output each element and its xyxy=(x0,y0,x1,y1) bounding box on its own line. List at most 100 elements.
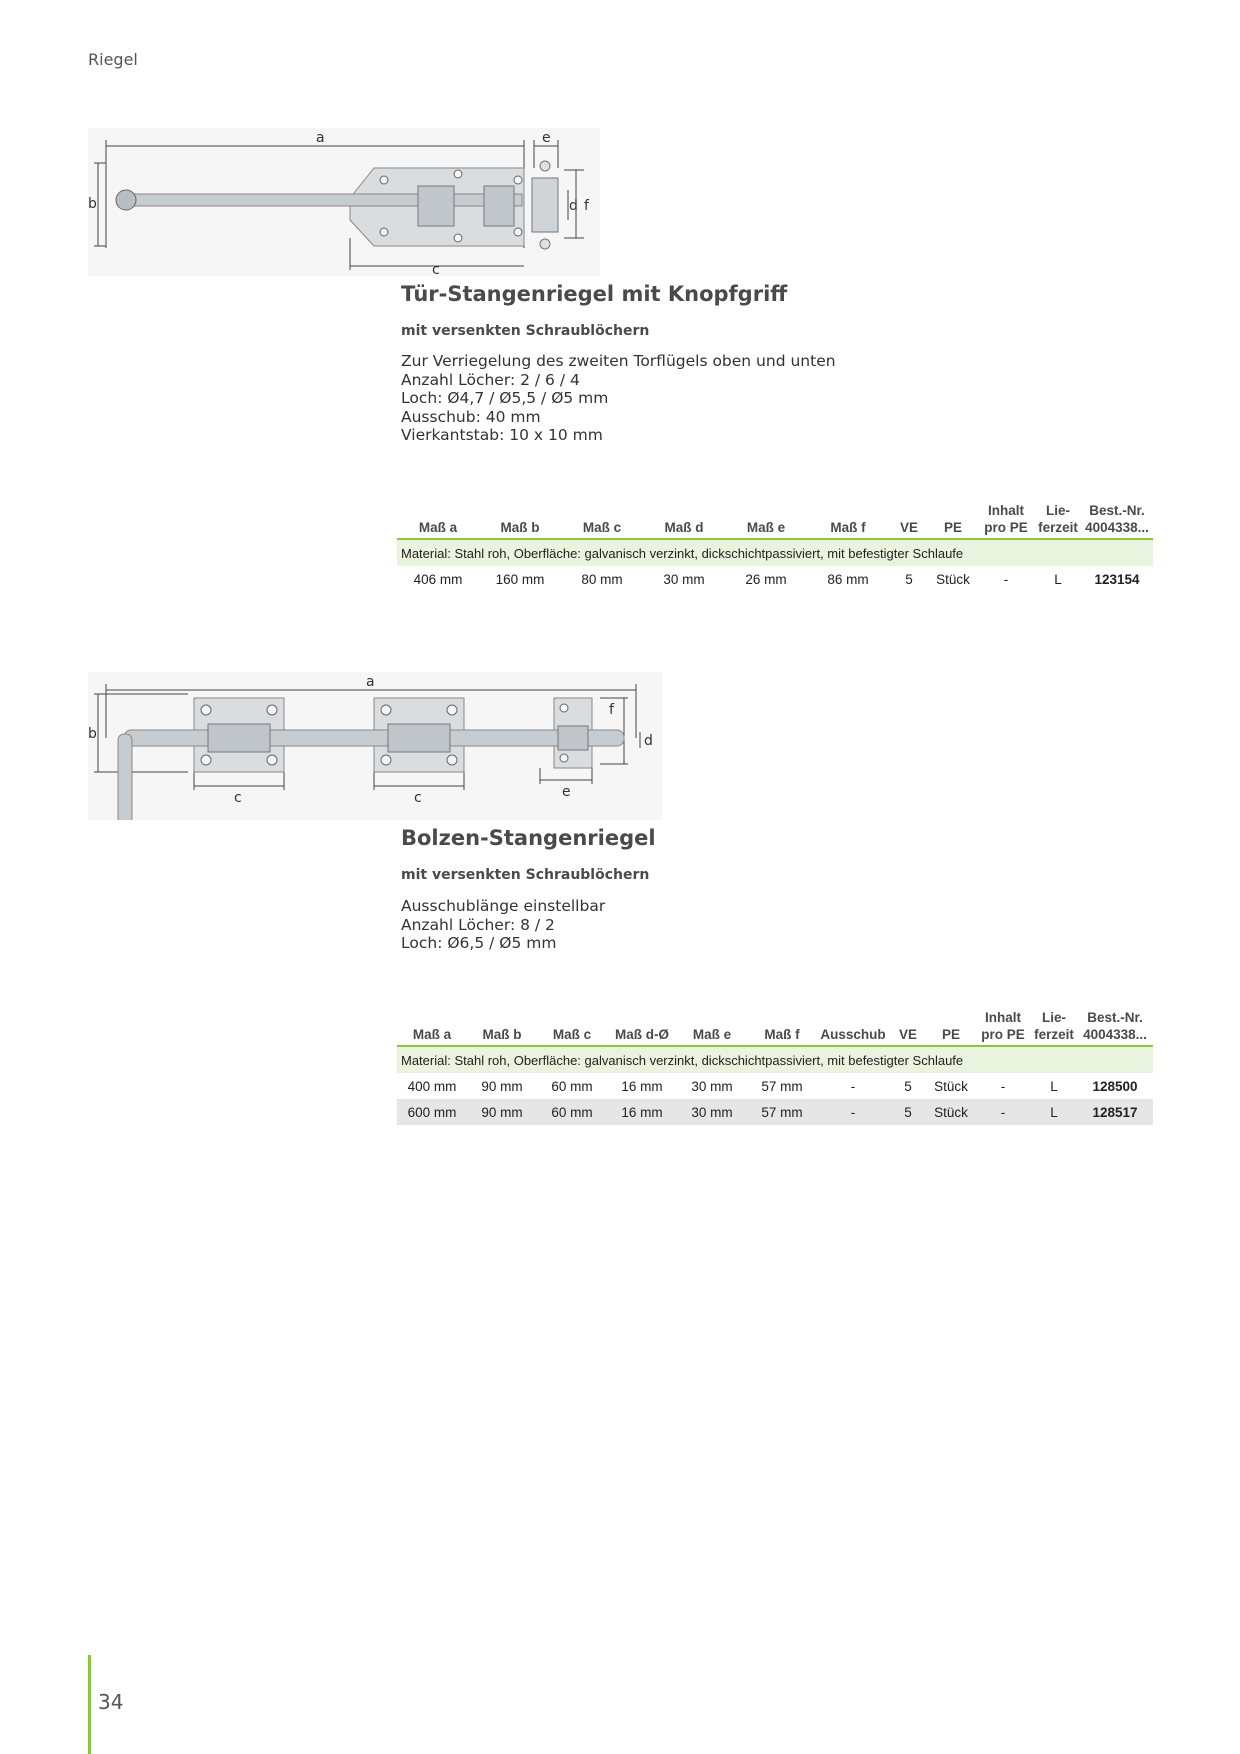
col-header-line: Inhalt xyxy=(988,503,1024,518)
cell: L xyxy=(1054,571,1062,587)
product-2-title: Bolzen-Stangenriegel xyxy=(401,826,656,850)
material-row: Material: Stahl roh, Oberfläche: galvani… xyxy=(397,539,1153,566)
col-header: Ausschub xyxy=(820,1027,886,1042)
cell: - xyxy=(975,1099,1031,1125)
dim-label-f: f xyxy=(609,702,615,718)
col-header-line: Best.-Nr. xyxy=(1089,503,1145,518)
material-text: Material: Stahl roh, Oberfläche: galvani… xyxy=(397,1046,1153,1073)
product-2-description: Ausschublänge einstellbar Anzahl Löcher:… xyxy=(401,897,605,953)
col-header: Best.-Nr. 4004338... xyxy=(1081,502,1153,539)
col-header: Best.-Nr. 4004338... xyxy=(1077,1009,1153,1046)
cell: 16 mm xyxy=(607,1099,677,1125)
cell: 160 mm xyxy=(495,571,545,587)
col-header: Lie-ferzeit xyxy=(1035,502,1081,539)
col-header-line: Inhalt xyxy=(985,1010,1021,1025)
dim-label-c: c xyxy=(234,790,242,806)
product-1-description: Zur Verriegelung des zweiten Torflügels … xyxy=(401,352,836,445)
description-line: Anzahl Löcher: 2 / 6 / 4 xyxy=(401,370,580,389)
section-label: Riegel xyxy=(88,50,138,69)
cell: 57 mm xyxy=(747,1099,817,1125)
product-1-drawing: a e b d f c xyxy=(88,128,600,276)
col-header: Lie-ferzeit xyxy=(1031,1009,1077,1046)
col-header: Maß c xyxy=(552,1027,592,1042)
col-header: Inhalt pro PE xyxy=(977,502,1035,539)
cell: 60 mm xyxy=(551,1078,593,1094)
table-row: 400 mm 90 mm 60 mm 16 mm 30 mm 57 mm - 5… xyxy=(397,1073,1153,1099)
page-number: 34 xyxy=(98,1690,124,1714)
col-header: PE xyxy=(943,520,962,535)
cell: L xyxy=(1050,1078,1058,1094)
dim-label-b: b xyxy=(88,726,97,742)
dim-label-c: c xyxy=(432,262,440,276)
col-header: Maß d-Ø xyxy=(615,1027,669,1042)
col-header-line: ferzeit xyxy=(1038,520,1078,535)
cell: 5 xyxy=(904,1078,912,1094)
cell: - xyxy=(817,1099,889,1125)
col-header: Maß d xyxy=(664,520,704,535)
cell: Stück xyxy=(927,1099,975,1125)
cell: 30 mm xyxy=(691,1078,733,1094)
article-number: 128517 xyxy=(1077,1099,1153,1125)
dim-label-f: f xyxy=(584,198,590,214)
cell: - xyxy=(850,1078,856,1094)
article-number: 128500 xyxy=(1092,1078,1138,1094)
col-header-line: Lie- xyxy=(1041,1010,1066,1025)
cell: 600 mm xyxy=(397,1099,467,1125)
material-text: Material: Stahl roh, Oberfläche: galvani… xyxy=(397,539,1153,566)
cell: 26 mm xyxy=(745,571,787,587)
dim-label-e: e xyxy=(542,130,551,146)
cell: 80 mm xyxy=(581,571,623,587)
dim-label-e: e xyxy=(562,784,571,800)
cell: 30 mm xyxy=(663,571,705,587)
col-header: Maß b xyxy=(482,1027,522,1042)
dim-label-d: d xyxy=(644,733,653,749)
description-line: Ausschublänge einstellbar xyxy=(401,897,606,915)
cell: L xyxy=(1031,1099,1077,1125)
col-header-line: 4004338... xyxy=(1083,1027,1147,1042)
col-header-line: pro PE xyxy=(984,520,1028,535)
description-line: Vierkantstab: 10 x 10 mm xyxy=(401,426,603,444)
cell: 90 mm xyxy=(481,1078,523,1094)
material-row: Material: Stahl roh, Oberfläche: galvani… xyxy=(397,1046,1153,1073)
col-header: Maß c xyxy=(582,520,622,535)
col-header-line: ferzeit xyxy=(1034,1027,1074,1042)
table-row: 406 mm 160 mm 80 mm 30 mm 26 mm 86 mm 5 … xyxy=(397,566,1153,592)
col-header: Maß a xyxy=(412,1027,452,1042)
col-header: Inhalt pro PE xyxy=(975,1009,1031,1046)
col-header: Maß e xyxy=(692,1027,732,1042)
col-header-line: 4004338... xyxy=(1085,520,1149,535)
col-header-line: Best.-Nr. xyxy=(1087,1010,1143,1025)
cell: 57 mm xyxy=(761,1078,803,1094)
cell: 400 mm xyxy=(407,1078,457,1094)
dim-label-a: a xyxy=(366,674,375,690)
product-2-spec-table: Maß a Maß b Maß c Maß d-Ø Maß e Maß f Au… xyxy=(397,1009,1153,1125)
col-header: Maß e xyxy=(746,520,786,535)
cell: Stück xyxy=(936,571,970,587)
cell: 30 mm xyxy=(677,1099,747,1125)
description-line: Ausschub: 40 mm xyxy=(401,407,541,426)
table-row: 600 mm 90 mm 60 mm 16 mm 30 mm 57 mm - 5… xyxy=(397,1099,1153,1125)
product-1-subtitle: mit versenkten Schraublöchern xyxy=(401,323,650,339)
description-line: Zur Verriegelung des zweiten Torflügels … xyxy=(401,352,836,370)
table-header-row: Maß a Maß b Maß c Maß d-Ø Maß e Maß f Au… xyxy=(397,1009,1153,1046)
product-2-drawing: a b c c e f d xyxy=(88,672,662,820)
cell: 86 mm xyxy=(827,571,869,587)
cell: 90 mm xyxy=(467,1099,537,1125)
col-header-line: Lie- xyxy=(1045,503,1070,518)
col-header: Maß f xyxy=(830,520,866,535)
cell: 406 mm xyxy=(413,571,463,587)
col-header: Maß f xyxy=(764,1027,800,1042)
cell: - xyxy=(1003,571,1009,587)
product-1-spec-table: Maß a Maß b Maß c Maß d Maß e Maß f VE P… xyxy=(397,502,1153,592)
col-header: PE xyxy=(941,1027,960,1042)
product-2-subtitle: mit versenkten Schraublöchern xyxy=(401,867,650,883)
col-header: Maß b xyxy=(500,520,540,535)
dim-label-a: a xyxy=(316,130,325,146)
dim-label-c: c xyxy=(414,790,422,806)
cell: 5 xyxy=(905,571,913,587)
col-header-line: pro PE xyxy=(981,1027,1025,1042)
cell: 5 xyxy=(889,1099,927,1125)
col-header: VE xyxy=(899,520,918,535)
table-header-row: Maß a Maß b Maß c Maß d Maß e Maß f VE P… xyxy=(397,502,1153,539)
col-header: VE xyxy=(898,1027,917,1042)
